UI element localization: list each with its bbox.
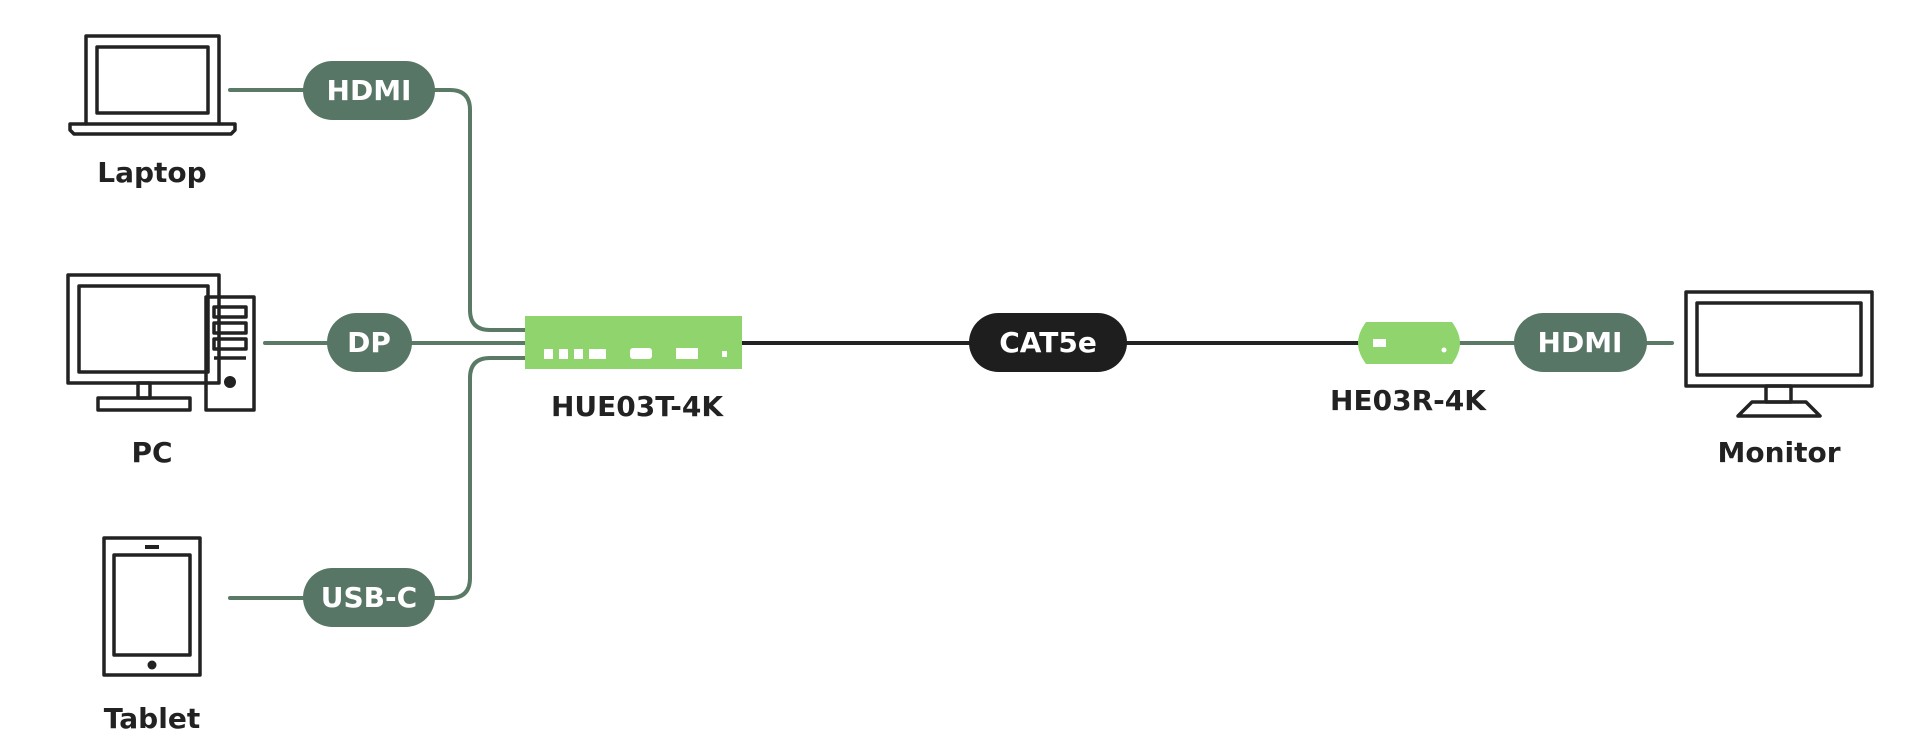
pc-label: PC bbox=[131, 436, 172, 469]
tablet-icon bbox=[102, 536, 202, 677]
laptop-hdmi-pill: HDMI bbox=[303, 61, 435, 120]
receiver-label: HE03R-4K bbox=[1330, 384, 1487, 417]
transmitter-label: HUE03T-4K bbox=[551, 390, 724, 423]
transmitter-device bbox=[525, 316, 742, 369]
pc-dp-text: DP bbox=[347, 326, 391, 359]
tablet-home-button bbox=[147, 660, 157, 670]
monitor-label: Monitor bbox=[1717, 436, 1840, 469]
receiver-device bbox=[1358, 322, 1460, 364]
tablet-label: Tablet bbox=[104, 702, 200, 735]
transmitter-ports bbox=[544, 348, 727, 359]
laptop-icon bbox=[68, 34, 237, 136]
tablet-connection-line bbox=[228, 356, 530, 600]
tablet-camera bbox=[145, 545, 159, 549]
monitor-icon bbox=[1684, 290, 1874, 418]
tablet-usbc-pill: USB-C bbox=[303, 568, 435, 627]
desktop-pc-icon bbox=[66, 273, 256, 412]
laptop-label: Laptop bbox=[97, 156, 206, 189]
monitor-hdmi-pill: HDMI bbox=[1514, 313, 1647, 372]
monitor-hdmi-text: HDMI bbox=[1538, 326, 1623, 359]
laptop-connection-line bbox=[228, 88, 530, 332]
tablet-usbc-text: USB-C bbox=[321, 581, 417, 614]
cat5e-pill: CAT5e bbox=[969, 313, 1127, 372]
pc-power-dot bbox=[224, 376, 236, 388]
cat5e-text: CAT5e bbox=[999, 326, 1097, 359]
laptop-hdmi-text: HDMI bbox=[327, 74, 412, 107]
pc-dp-pill: DP bbox=[327, 313, 412, 372]
